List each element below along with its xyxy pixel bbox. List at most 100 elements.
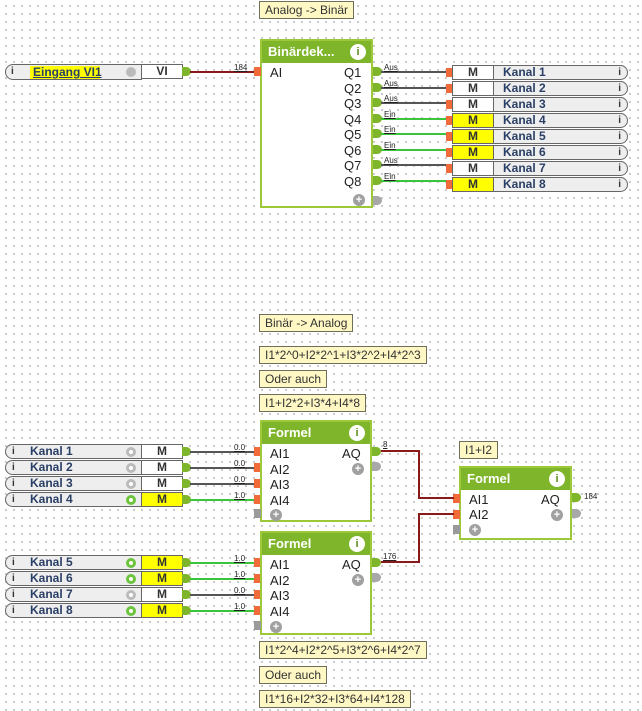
info-icon[interactable]: i bbox=[350, 44, 366, 60]
info-icon[interactable]: i bbox=[618, 163, 621, 174]
info-icon[interactable]: i bbox=[618, 131, 621, 142]
menu-dots-icon[interactable] bbox=[126, 67, 136, 77]
add-icon[interactable]: + bbox=[551, 509, 563, 521]
info-icon[interactable]: i bbox=[12, 494, 15, 505]
note-analog-to-binary[interactable]: Analog -> Binär bbox=[259, 1, 355, 19]
output-port-q5[interactable] bbox=[373, 129, 382, 138]
info-icon[interactable]: i bbox=[618, 67, 621, 78]
output-port-extra[interactable] bbox=[372, 462, 381, 471]
note-or-also-1[interactable]: Oder auch bbox=[259, 370, 328, 388]
info-icon[interactable]: i bbox=[618, 179, 621, 190]
add-icon[interactable]: + bbox=[270, 509, 282, 521]
wire-analog[interactable] bbox=[381, 561, 419, 563]
input-port[interactable] bbox=[446, 68, 453, 77]
wire-on[interactable] bbox=[381, 179, 453, 182]
input-port-ai1[interactable] bbox=[453, 494, 460, 503]
note-binary-to-analog[interactable]: Binär -> Analog bbox=[259, 314, 354, 332]
wire-off[interactable] bbox=[190, 483, 255, 485]
input-port[interactable] bbox=[446, 100, 453, 109]
wire-off[interactable] bbox=[190, 594, 255, 596]
output-port-q6[interactable] bbox=[373, 144, 382, 154]
input-port[interactable] bbox=[446, 116, 453, 125]
note-formula2[interactable]: I1*2^4+I2*2^5+I3*2^6+I4*2^7 bbox=[259, 641, 427, 659]
info-icon[interactable]: i bbox=[11, 66, 14, 77]
wire-analog[interactable] bbox=[190, 71, 262, 73]
wire-on[interactable] bbox=[190, 610, 255, 612]
output-port-q3[interactable] bbox=[373, 98, 382, 107]
info-icon[interactable]: i bbox=[12, 462, 15, 473]
wire-on[interactable] bbox=[381, 148, 453, 151]
output-port-aq[interactable] bbox=[372, 447, 381, 456]
input-port[interactable] bbox=[254, 590, 261, 599]
info-icon[interactable]: i bbox=[12, 557, 15, 568]
output-port[interactable] bbox=[182, 574, 191, 583]
output-port[interactable] bbox=[182, 463, 191, 472]
output-port[interactable] bbox=[182, 558, 191, 567]
input-port[interactable] bbox=[446, 164, 453, 173]
input-port[interactable] bbox=[254, 463, 261, 472]
wire-analog[interactable] bbox=[418, 450, 420, 499]
output-port-q8[interactable] bbox=[373, 175, 382, 185]
input-port[interactable] bbox=[254, 606, 261, 615]
info-icon[interactable]: i bbox=[12, 446, 15, 457]
input-port[interactable] bbox=[446, 180, 453, 189]
input-port[interactable] bbox=[254, 495, 261, 504]
input-port[interactable] bbox=[254, 447, 261, 456]
add-icon[interactable]: + bbox=[469, 524, 481, 536]
output-port-q1[interactable] bbox=[373, 67, 382, 76]
input-block-vi1[interactable]: i Eingang VI1 VI bbox=[5, 64, 183, 80]
wire-on[interactable] bbox=[190, 578, 255, 580]
output-port-aq[interactable] bbox=[372, 558, 381, 567]
output-port[interactable] bbox=[182, 447, 191, 456]
input-port-extra[interactable] bbox=[254, 509, 261, 518]
output-port[interactable] bbox=[182, 606, 191, 615]
input-port-extra[interactable] bbox=[254, 621, 261, 630]
info-icon[interactable]: i bbox=[549, 471, 565, 487]
info-icon[interactable]: i bbox=[349, 425, 365, 441]
input-port-ai2[interactable] bbox=[453, 510, 460, 519]
input-port-ai[interactable] bbox=[254, 67, 261, 76]
info-icon[interactable]: i bbox=[618, 83, 621, 94]
add-icon[interactable]: + bbox=[270, 621, 282, 633]
output-port-q4[interactable] bbox=[373, 113, 382, 123]
wire-off[interactable] bbox=[190, 451, 255, 453]
output-port-aq[interactable] bbox=[572, 493, 581, 502]
note-sum[interactable]: I1+I2 bbox=[459, 441, 499, 459]
info-icon[interactable]: i bbox=[618, 147, 621, 158]
wire-analog[interactable] bbox=[418, 513, 420, 563]
add-icon[interactable]: + bbox=[353, 194, 365, 206]
input-port[interactable] bbox=[254, 479, 261, 488]
wire-on[interactable] bbox=[190, 499, 255, 501]
wire-analog[interactable] bbox=[418, 497, 454, 499]
output-port[interactable] bbox=[182, 495, 191, 504]
wire-off[interactable] bbox=[190, 467, 255, 469]
output-port[interactable] bbox=[182, 479, 191, 488]
info-icon[interactable]: i bbox=[12, 478, 15, 489]
output-port[interactable] bbox=[182, 590, 191, 599]
wire-analog[interactable] bbox=[418, 513, 454, 515]
info-icon[interactable]: i bbox=[349, 536, 365, 552]
input-port[interactable] bbox=[446, 148, 453, 157]
wire-on[interactable] bbox=[381, 133, 453, 135]
note-formula2-alt[interactable]: I1*16+I2*32+I3*64+I4*128 bbox=[259, 690, 411, 708]
input-port[interactable] bbox=[254, 574, 261, 583]
note-formula1[interactable]: I1*2^0+I2*2^1+I3*2^2+I4*2^3 bbox=[259, 346, 427, 364]
input-port[interactable] bbox=[254, 558, 261, 567]
output-port-q7[interactable] bbox=[373, 160, 382, 169]
